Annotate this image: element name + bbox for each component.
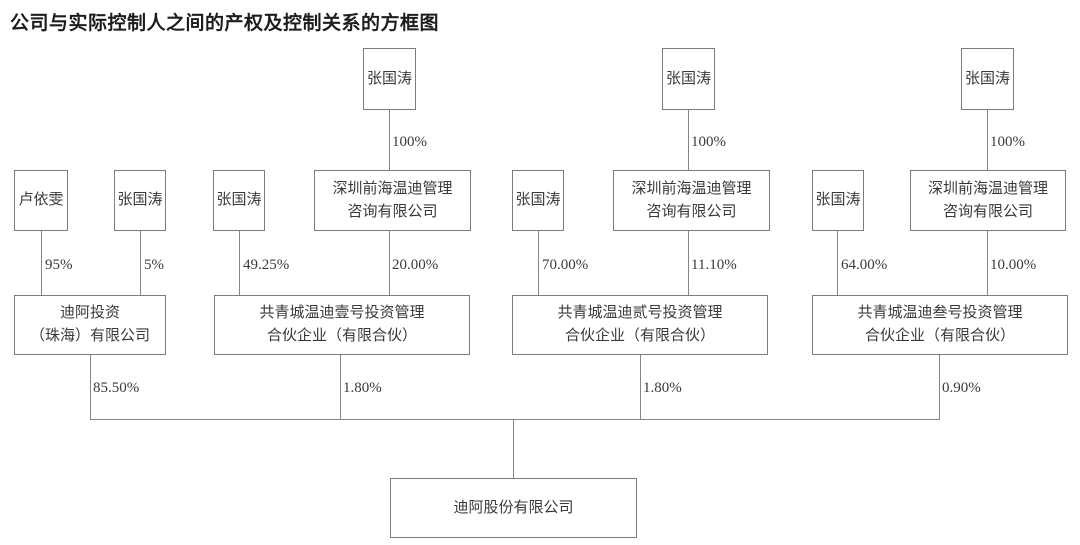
node-wendi-consulting-3: 深圳前海温迪管理 咨询有限公司 [910,170,1066,231]
connector-no1-bus [340,355,341,419]
node-controller-zhangguotao-1: 张国涛 [363,48,416,110]
connector-diainv-bus [90,355,91,419]
node-dia-shares-company: 迪阿股份有限公司 [390,478,637,538]
node-label: 张国涛 [216,192,262,208]
node-shareholder-zhangguotao-a: 张国涛 [114,170,166,231]
connector-controller2-wendi2 [688,110,689,170]
node-label-line1: 深圳前海温迪管理 [927,180,1048,197]
connector-zhangguotao-no3 [837,231,838,295]
node-label-line2: （珠海）有限公司 [29,328,150,344]
node-shareholder-luyiwen: 卢依雯 [14,170,68,231]
node-label: 张国涛 [964,70,1010,87]
node-dia-investment: 迪阿投资 （珠海）有限公司 [14,295,166,355]
node-wendi-no1-partnership: 共青城温迪壹号投资管理 合伙企业（有限合伙） [214,295,470,355]
node-label: 张国涛 [515,192,561,208]
pct-zhangguotao-a: 5% [144,257,164,273]
connector-luyiwen-diainv [41,231,42,295]
pct-zhangguotao-b: 49.25% [243,257,290,273]
diagram-title: 公司与实际控制人之间的产权及控制关系的方框图 [10,13,440,34]
connector-no3-bus [939,355,940,419]
node-label-line1: 共青城温迪叁号投资管理 [857,305,1023,321]
node-controller-zhangguotao-2: 张国涛 [662,48,715,110]
pct-no2: 1.80% [643,380,682,396]
node-label: 迪阿股份有限公司 [453,499,574,516]
node-shareholder-zhangguotao-c: 张国涛 [512,170,564,231]
node-label-line1: 深圳前海温迪管理 [631,180,752,197]
connector-bus-company [513,419,514,478]
pct-zhangguotao-d: 64.00% [841,257,888,273]
node-label-line1: 共青城温迪贰号投资管理 [557,305,723,321]
node-shareholder-zhangguotao-d: 张国涛 [812,170,864,231]
connector-zhangguotao-no1 [239,231,240,295]
pct-zhangguotao-c: 70.00% [542,257,589,273]
node-label-line2: 咨询有限公司 [347,203,438,220]
node-label-line2: 合伙企业（有限合伙） [864,328,1015,344]
node-label-line1: 深圳前海温迪管理 [332,180,453,197]
node-label-line2: 咨询有限公司 [646,203,737,220]
pct-wendi-3: 10.00% [990,257,1037,273]
node-label-line2: 合伙企业（有限合伙） [266,328,417,344]
pct-diainv: 85.50% [93,380,140,396]
node-label: 张国涛 [366,70,412,87]
connector-zhangguotao-no2 [538,231,539,295]
node-label: 张国涛 [117,192,163,208]
node-wendi-no3-partnership: 共青城温迪叁号投资管理 合伙企业（有限合伙） [812,295,1068,355]
node-label-line2: 咨询有限公司 [942,203,1033,220]
pct-no3: 0.90% [942,380,981,396]
node-wendi-consulting-2: 深圳前海温迪管理 咨询有限公司 [613,170,770,231]
node-label-line1: 迪阿投资 [59,305,120,321]
connector-controller1-wendi1 [389,110,390,170]
connector-zhangguotao-diainv [140,231,141,295]
node-label-line1: 共青城温迪壹号投资管理 [259,305,425,321]
pct-controller-1: 100% [392,134,427,150]
connector-wendi1-no1 [389,231,390,295]
connector-no2-bus [640,355,641,419]
node-label-line2: 合伙企业（有限合伙） [564,328,715,344]
connector-controller3-wendi3 [987,110,988,170]
connector-wendi2-no2 [688,231,689,295]
node-label: 卢依雯 [18,192,64,208]
node-shareholder-zhangguotao-b: 张国涛 [213,170,265,231]
node-wendi-no2-partnership: 共青城温迪贰号投资管理 合伙企业（有限合伙） [512,295,768,355]
pct-luyiwen: 95% [45,257,73,273]
bus-line [90,419,940,420]
node-controller-zhangguotao-3: 张国涛 [961,48,1014,110]
pct-controller-2: 100% [691,134,726,150]
pct-wendi-2: 11.10% [691,257,737,273]
node-wendi-consulting-1: 深圳前海温迪管理 咨询有限公司 [314,170,471,231]
node-label: 张国涛 [665,70,711,87]
pct-wendi-1: 20.00% [392,257,439,273]
pct-controller-3: 100% [990,134,1025,150]
node-label: 张国涛 [815,192,861,208]
connector-wendi3-no3 [987,231,988,295]
pct-no1: 1.80% [343,380,382,396]
